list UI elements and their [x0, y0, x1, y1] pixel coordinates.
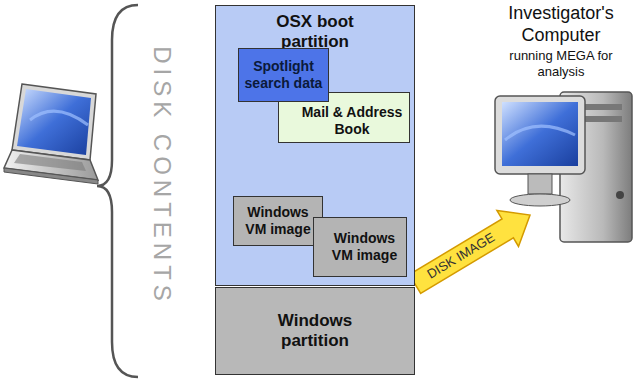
- computer-node: Investigator's Computerrunning MEGA for …: [485, 3, 637, 215]
- node-subtitle: running MEGA for analysis: [487, 48, 635, 79]
- node-title: Spotlight search data: [243, 58, 324, 92]
- vm-image-box: Windows VM image: [233, 196, 323, 246]
- node-title: Investigator's Computer: [487, 3, 635, 46]
- brace: [97, 5, 138, 377]
- arrow-label: DISK IMAGE: [424, 230, 498, 282]
- node-title: OSX boot partition: [255, 12, 375, 53]
- node-title: Windows VM image: [326, 230, 403, 264]
- vm-image-box: Windows VM image: [313, 217, 407, 277]
- node-title: Windows VM image: [237, 204, 319, 238]
- partition-box: OSX boot partitionSpotlight search dataM…: [215, 5, 415, 286]
- node-title: Windows partition: [255, 311, 375, 352]
- data-box: Spotlight search data: [238, 48, 329, 102]
- vertical-label: DISK CONTENTS: [148, 46, 176, 306]
- partition-box: Windows partition: [215, 287, 415, 375]
- laptop-icon: [4, 84, 98, 184]
- block-arrow: [409, 210, 530, 293]
- node-title: Mail & Address Book: [299, 104, 405, 138]
